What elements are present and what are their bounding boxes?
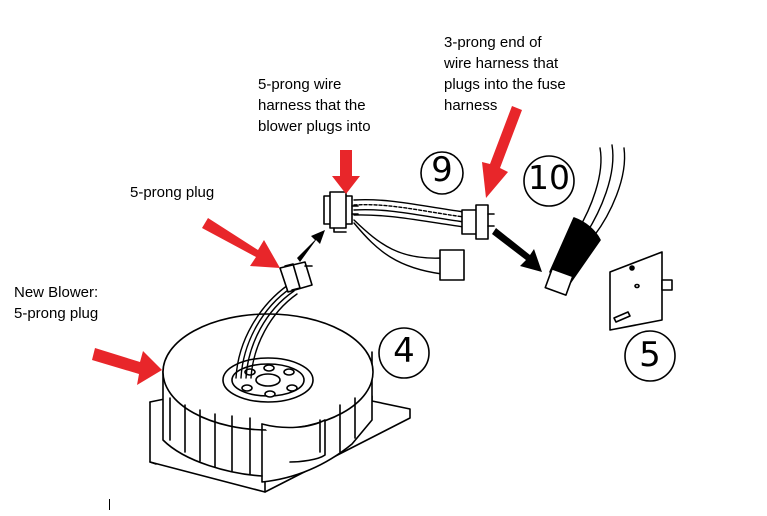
label-new-blower: New Blower: 5-prong plug — [14, 284, 99, 322]
side-connector — [439, 249, 465, 281]
red-arrow-five-prong-plug — [202, 218, 280, 268]
black-arrow-to-fuse-harness — [492, 228, 542, 272]
new-blower — [162, 313, 374, 483]
five-prong-harness-connector — [323, 191, 359, 233]
callout-circle-4 — [378, 327, 430, 379]
label-five-prong-plug: 5-prong plug — [130, 184, 215, 201]
three-prong-connector — [461, 204, 495, 240]
callout-number-4: 4 — [393, 331, 415, 371]
five-prong-plug — [279, 261, 313, 293]
callout-circle-9 — [420, 151, 464, 195]
text-cursor — [109, 499, 110, 510]
blower-wires — [235, 284, 298, 379]
label-five-prong-harness: 5-prong wire harness that the blower plu… — [258, 76, 371, 135]
fuse-bracket — [609, 251, 673, 331]
callout-number-5: 5 — [639, 335, 661, 375]
black-arrow-plug-to-harness — [297, 230, 325, 262]
red-arrow-new-blower — [92, 348, 162, 385]
callout-circle-10 — [523, 155, 575, 207]
red-arrow-three-prong-end — [482, 106, 522, 198]
callout-number-9: 9 — [431, 150, 453, 190]
callout-circle-5 — [624, 330, 676, 382]
callout-number-10: 10 — [528, 158, 570, 197]
label-three-prong-end: 3-prong end of wire harness that plugs i… — [444, 34, 566, 114]
fuse-harness-cable — [544, 144, 626, 296]
red-arrow-five-prong-harness — [332, 150, 360, 194]
harness-wires — [353, 198, 465, 275]
